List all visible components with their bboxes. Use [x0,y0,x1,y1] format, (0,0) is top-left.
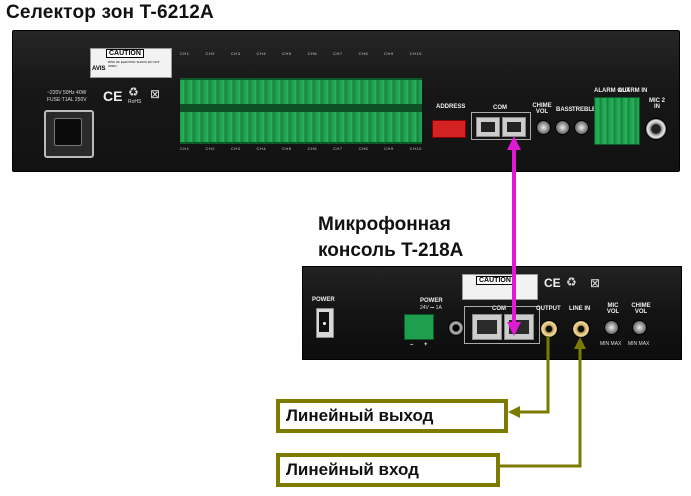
alarm-terminal-block[interactable] [594,97,640,145]
console-ce-mark-icon: CE [544,276,561,290]
power-spec-line1: ~220V 50Hz 40W [47,90,87,96]
line-out-arrow [508,406,520,418]
zone-label: CH1 [180,146,190,151]
console-recycle-icon: ♻ [566,275,577,289]
console-title: Микрофонная консоль T-218A [318,212,508,264]
mic2-in-label: MIC 2 IN [648,98,665,110]
recycle-icon: ♻ [128,85,139,99]
mic-vol-label: MIC VOL [606,303,620,315]
line-out-wire [518,336,550,414]
console-com-frame [464,306,540,344]
line-in-callout: Линейный вход [276,453,500,487]
dc-power-terminal[interactable] [404,314,434,340]
ce-mark-icon: CE [103,88,123,104]
zone-label: CH2 [205,146,216,151]
zone-label: CH4 [256,146,267,151]
zone-label: CH6 [307,146,318,151]
treble-label: TREBLE [572,107,596,113]
com-cable-arrow-down [507,322,521,336]
rack-com-frame [471,112,531,140]
rack-com-port-1[interactable] [476,117,500,137]
console-chime-vol-label: CHIME VOL [631,303,651,315]
zone-label: CH5 [282,51,292,56]
zone-label: CH9 [384,51,394,56]
line-in-rca-jack[interactable] [572,320,590,338]
treble-knob[interactable] [574,120,589,135]
line-out-callout: Линейный выход [276,399,508,433]
caution-label [90,48,172,78]
power-spec-line2: FUSE:T1AL 250V [47,97,87,103]
selector-title: Селектор зон T-6212A [6,2,214,23]
alarm-out-label: ALARM OUT [594,88,630,94]
line-in-wire [500,346,582,468]
zone-labels-top: CH1 CH2 CH3 CH4 CH5 CH6 CH7 CH8 CH9 CH10 [180,51,422,56]
alarm-in-label: ALARM IN [618,88,648,94]
caution-text: RISK OF ELECTRIC SHOCK DO NOT OPEN [108,60,160,68]
dc-jack[interactable] [448,320,464,336]
console-title-line1: Микрофонная [318,214,451,235]
iec-socket-icon [54,118,82,146]
plus-sign-icon: + [424,342,428,348]
zone-label: CH2 [205,51,216,56]
chime-vol-knob[interactable] [536,120,551,135]
bass-label: BASS [556,107,573,113]
com-cable [507,136,521,336]
zone-label: CH6 [307,51,318,56]
zone-label: CH3 [231,51,241,56]
zone-label: CH1 [180,51,190,56]
zone-label: CH9 [384,146,394,151]
zone-label: CH8 [358,51,369,56]
zone-label: CH7 [333,146,343,151]
power-spec-label: ~220V 50Hz 40W FUSE:T1AL 250V [47,90,107,104]
chime-vol-label: CHIME VOL [532,103,552,115]
zone-labels-bottom: CH1 CH2 CH3 CH4 CH5 CH6 CH7 CH8 CH9 CH10 [180,146,422,151]
console-com-port-1[interactable] [472,314,502,340]
zone-label: CH10 [409,51,422,56]
terminal-block-divider [180,104,422,112]
mic-vol-knob[interactable] [604,320,619,335]
weee-bin-icon: ⊠ [150,87,161,101]
line-out-cable [508,336,550,418]
console-title-line2: консоль T-218A [318,240,464,261]
mic2-in-jack[interactable] [645,118,667,140]
console-power-label: POWER [312,297,335,303]
com-cable-arrow-up [507,136,521,150]
console-chime-vol-knob[interactable] [632,320,647,335]
zone-label: CH7 [333,51,343,56]
zone-label: CH8 [358,146,369,151]
power-switch-indicator [323,322,326,325]
address-dip-switch[interactable] [432,120,466,138]
caution-title: CAUTION [106,49,144,58]
zone-label: CH5 [282,146,292,151]
dc-power-label: POWER [420,298,443,304]
address-label: ADDRESS [436,104,466,110]
line-in-arrow [574,337,586,349]
line-in-label: LINE IN [569,306,591,312]
zone-label: CH4 [256,51,267,56]
rohs-label: RoHS [128,99,142,105]
bass-knob[interactable] [555,120,570,135]
minus-sign-icon: – [410,342,414,348]
console-weee-icon: ⊠ [590,276,601,290]
console-com-label: COM [492,306,506,312]
output-label: OUTPUT [536,306,561,312]
brand-label: AVIS [92,66,106,72]
rack-com-label: COM [493,105,507,111]
zone-label: CH10 [409,146,422,151]
chime-vol-range: MIN MAX [628,341,650,347]
mic-vol-range: MIN MAX [600,341,622,347]
zone-label: CH3 [231,146,241,151]
line-in-cable [500,337,586,468]
dc-power-spec: 24V ⎓ 1A [420,305,442,311]
